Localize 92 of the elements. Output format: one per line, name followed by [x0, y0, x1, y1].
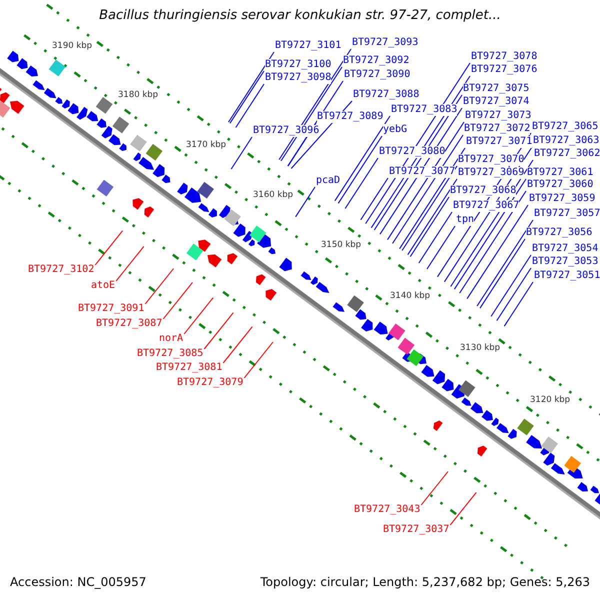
leader-line [459, 190, 526, 294]
leader-line [144, 268, 174, 304]
gene-label: BT9727_3069 [458, 167, 524, 179]
gene-label: BT9727_3100 [265, 59, 332, 71]
gene-label: tpn [456, 214, 474, 226]
position-label: 3140 kbp [390, 291, 430, 302]
leader-line [338, 136, 382, 204]
gene-label: BT9727_3060 [527, 179, 594, 191]
gene-label: BT9727_3051 [534, 270, 600, 282]
gene-label: pcaD [316, 175, 340, 187]
position-label: 3190 kbp [52, 41, 92, 52]
gene-label: BT9727_3043 [354, 504, 420, 516]
gene-label: BT9727_3072 [464, 123, 530, 135]
gene-label: BT9727_3096 [253, 125, 320, 137]
leader-line [454, 178, 526, 290]
leader-line [410, 196, 450, 258]
gene-label: BT9727_3077 [389, 166, 456, 178]
gene-label: BT9727_3061 [527, 167, 594, 179]
leader-line [480, 238, 526, 309]
leader-line [94, 230, 124, 266]
leader-line [295, 186, 316, 218]
gene-label: BT9727_3054 [532, 243, 598, 255]
gene-label: BT9727_3065 [532, 121, 598, 133]
leader-line [235, 84, 264, 128]
leader-line [360, 178, 388, 220]
genome-summary-text: Topology: circular; Length: 5,237,682 bp; Genes: 5,263 [260, 575, 590, 589]
position-label: 3180 kbp [118, 90, 158, 100]
gene-label: BT9727_3087 [96, 318, 162, 330]
leader-line [420, 471, 448, 506]
leader-line [334, 116, 390, 202]
gene-label: BT9727_3091 [78, 303, 144, 315]
leader-line [228, 52, 274, 123]
gene-label: BT9727_3074 [463, 96, 530, 108]
leader-line [392, 134, 464, 244]
gene-label: BT9727_3063 [533, 135, 600, 147]
gene-label: BT9727_3081 [156, 362, 222, 374]
leader-line [399, 148, 466, 250]
gene-label: BT9727_3059 [529, 193, 596, 205]
position-label: 3120 kbp [530, 394, 570, 405]
gene-label: BT9727_3101 [275, 40, 342, 52]
leader-line [244, 342, 274, 378]
leader-line [426, 226, 456, 270]
gene-label: BT9727_3098 [265, 72, 332, 84]
gene-label: BT9727_3071 [466, 136, 532, 148]
leader-line [204, 312, 234, 350]
gene-label: BT9727_3057 [534, 208, 600, 220]
gene-label: BT9727_3102 [28, 264, 94, 276]
gene-label: BT9727_3076 [471, 64, 538, 76]
leader-line [490, 254, 532, 317]
leader-line [230, 136, 252, 170]
leader-line [476, 220, 534, 306]
gene-label: BT9727_3085 [137, 348, 204, 360]
gene-label: BT9727_3093 [352, 37, 418, 49]
chart-title: Bacillus thuringiensis serovar konkukian str. 97-27, complet... [98, 8, 502, 23]
gene-label: BT9727_3070 [458, 154, 524, 166]
gene-label: BT9727_3088 [353, 89, 420, 101]
gene-label: yebG [383, 124, 408, 136]
gene-label: BT9727_3037 [383, 524, 450, 536]
leader-line [418, 212, 452, 264]
gene-label: BT9727_3079 [177, 377, 244, 389]
gene-label: BT9727_3080 [379, 146, 446, 158]
accession-text: Accession: NC_005957 [10, 575, 146, 589]
gene-label: BT9727_3092 [343, 55, 410, 67]
leader-line [407, 178, 458, 256]
position-label: 3170 kbp [186, 140, 226, 150]
leader-line [162, 282, 193, 320]
leader-line [230, 70, 264, 124]
leader-line [466, 204, 528, 300]
leader-line [184, 297, 214, 334]
gene-label: BT9727_3067 [453, 200, 520, 212]
gene-label: BT9727_3083 [391, 104, 458, 116]
leader-line [504, 282, 534, 327]
leader-line [116, 246, 144, 282]
leader-line [450, 492, 477, 526]
gene-label: BT9727_3062 [534, 148, 600, 160]
gene-label: BT9727_3053 [532, 256, 598, 268]
leader-line [344, 158, 378, 209]
gene-label: BT9727_3075 [463, 83, 530, 95]
gene-label: BT9727_3068 [450, 185, 516, 197]
gene-label: BT9727_3056 [526, 227, 592, 239]
position-label: 3160 kbp [253, 190, 294, 200]
gene-label: BT9727_3090 [344, 69, 410, 81]
position-label: 3150 kbp [321, 240, 362, 250]
leader-line [496, 268, 532, 322]
leader-line [387, 122, 464, 240]
leader-line [280, 66, 342, 162]
leader-line [402, 166, 458, 251]
gene-label: BT9727_3089 [317, 111, 384, 123]
leader-line [222, 326, 253, 364]
gene-label: BT9727_3078 [471, 51, 538, 63]
position-label: 3130 kbp [460, 343, 500, 353]
gene-label: BT9727_3073 [465, 110, 532, 122]
